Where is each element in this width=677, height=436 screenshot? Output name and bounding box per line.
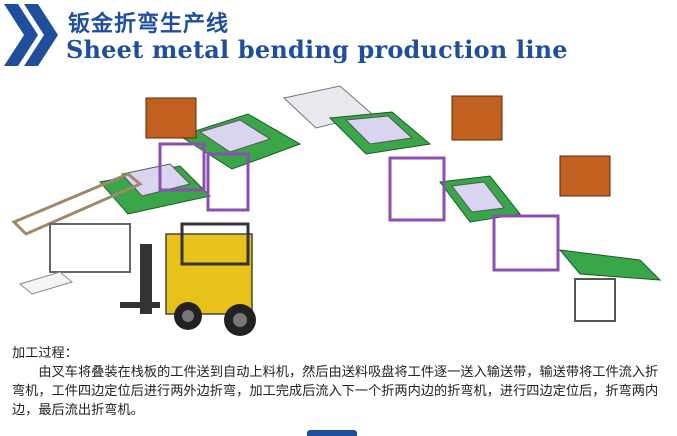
page-title-english: Sheet metal bending production line: [66, 35, 568, 64]
production-line-illustration: [11, 85, 662, 336]
control-cabinets: [145, 95, 611, 197]
double-chevron-right-icon: [4, 4, 58, 66]
header: 钣金折弯生产线 Sheet metal bending production l…: [0, 0, 677, 74]
forklift: [120, 222, 256, 336]
page-title-chinese: 钣金折弯生产线: [68, 12, 230, 37]
process-description: 加工过程： 由叉车将叠装在栈板的工件送到自动上料机，然后由送料吸盘将工件逐一送入…: [12, 344, 670, 420]
conveyor-belts: [99, 85, 662, 281]
description-paragraph: 由叉车将叠装在栈板的工件送到自动上料机，然后由送料吸盘将工件逐一送入输送带，输送…: [12, 365, 659, 418]
loading-frame: [11, 172, 143, 295]
bending-machines: [158, 142, 616, 322]
section-label: 加工过程：: [12, 346, 78, 361]
bottom-tab: [307, 430, 357, 436]
